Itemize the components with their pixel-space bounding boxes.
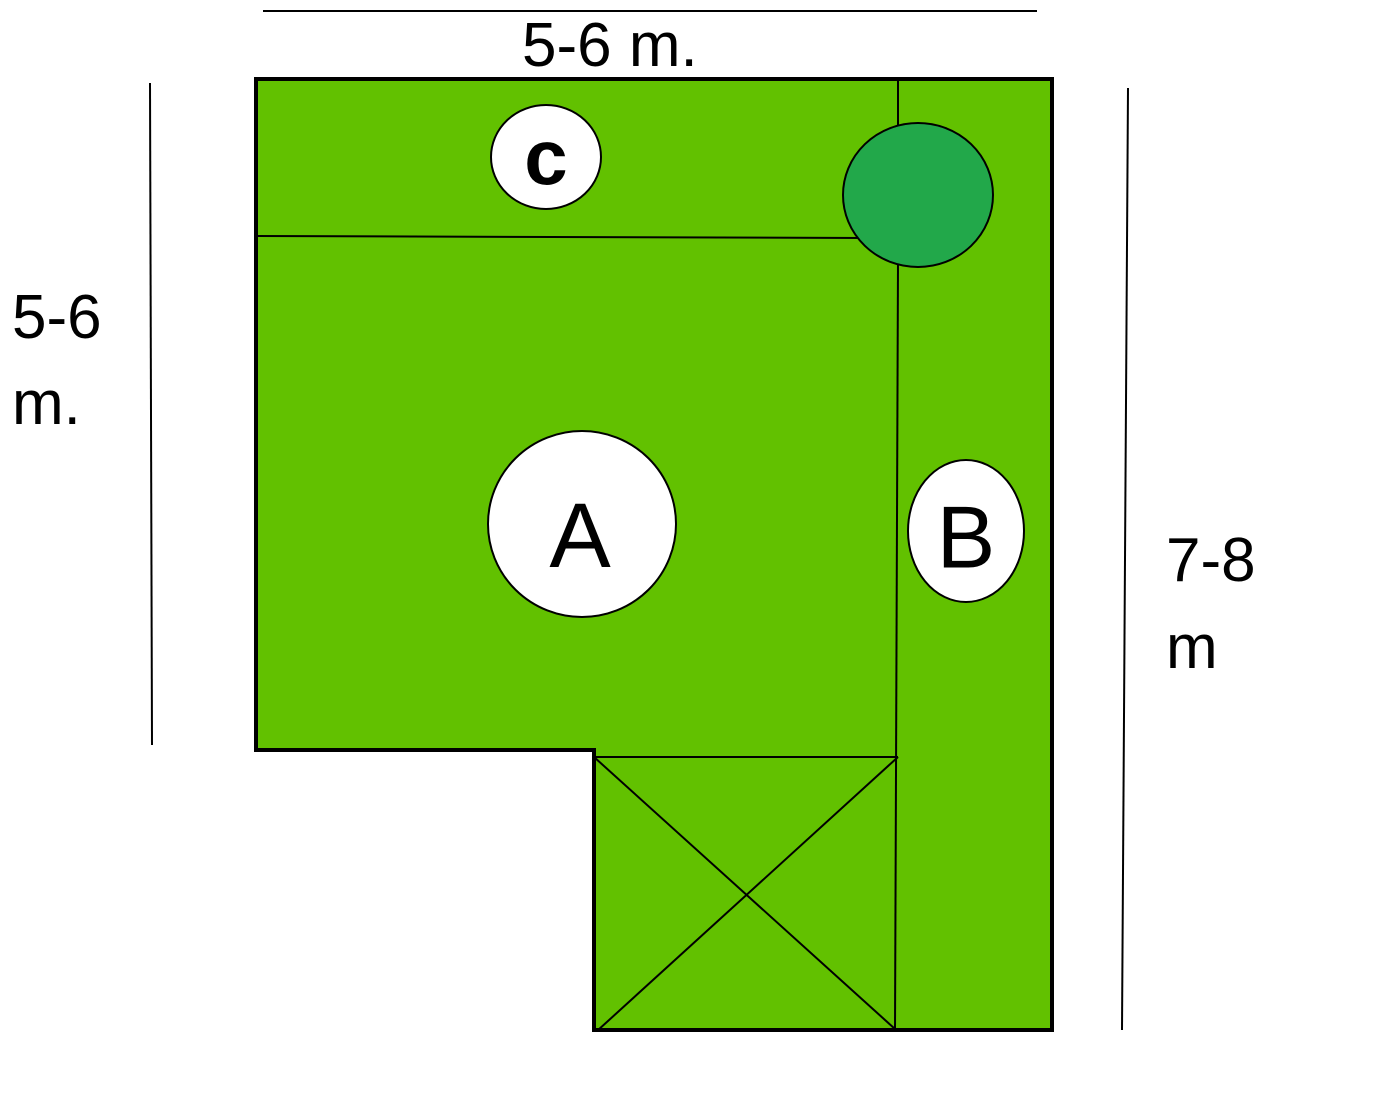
- left-dimension-line: [149, 82, 153, 746]
- right-height-label-line2: m: [1166, 613, 1218, 682]
- crossed-square-icon: [593, 756, 899, 1032]
- zone-a-label: A: [549, 485, 611, 587]
- zone-b-label: B: [937, 488, 996, 587]
- tree-circle-icon: [842, 122, 994, 268]
- left-height-label-line2: m.: [12, 369, 81, 438]
- top-width-label: 5-6 m.: [522, 11, 698, 80]
- zone-b: B: [907, 459, 1025, 603]
- right-height-label-line1: 7-8: [1166, 526, 1256, 595]
- divider-vertical: [894, 261, 899, 1030]
- left-height-label-line1: 5-6: [12, 283, 102, 352]
- zone-a: A: [487, 430, 677, 618]
- zone-c-label: c: [524, 113, 567, 201]
- divider-top-horizontal: [257, 235, 867, 239]
- zone-c: c: [490, 104, 602, 210]
- right-dimension-line: [1121, 87, 1129, 1031]
